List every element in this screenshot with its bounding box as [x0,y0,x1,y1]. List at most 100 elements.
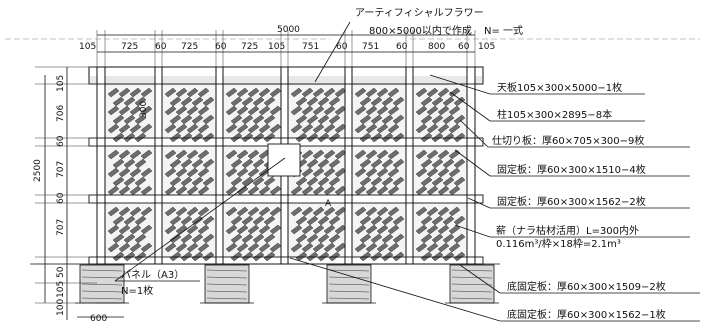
log-piece [453,132,466,143]
firewood-cell [288,203,347,262]
log-piece [453,176,466,187]
log-piece [448,206,461,217]
log-piece [247,206,260,217]
log-piece [426,185,439,196]
log-piece [230,176,243,187]
log-piece [107,206,120,217]
log-piece [186,87,199,98]
log-piece [186,167,199,178]
log-piece [118,105,131,116]
log-piece [420,251,433,262]
log-piece [180,215,193,226]
log-piece [247,123,260,134]
log-piece [236,206,249,217]
foot-hatch [81,290,123,293]
log-piece [442,114,455,125]
log-piece [370,132,383,143]
top-seg-7: 105 [268,42,285,52]
log-piece [202,233,215,244]
left-seg-4: 707 [56,161,66,178]
log-piece [175,149,188,160]
log-piece [247,87,260,98]
log-piece [169,132,182,143]
log-piece [376,224,389,235]
log-piece [376,87,389,98]
log-piece [191,114,204,125]
log-piece [252,158,265,169]
log-piece [448,87,461,98]
log-piece [312,123,325,134]
log-piece [230,251,243,262]
log-piece [415,149,428,160]
log-piece [202,96,215,107]
log-piece [140,123,153,134]
log-piece [392,176,405,187]
log-piece [169,251,182,262]
left-seg-1: 105 [56,75,66,92]
foot-hatch [206,297,248,300]
firewood-cell [288,84,347,143]
top-seg-2: 725 [121,42,138,52]
log-piece [354,149,367,160]
log-piece [323,149,336,160]
log-piece [381,114,394,125]
left-seg-3: 60 [56,135,66,147]
callout-base-board-1: 底固定板：厚60×300×1509−2枚 [507,280,666,293]
leader-line [459,119,489,148]
log-piece [236,87,249,98]
log-piece [241,132,254,143]
foot-hatch [206,283,248,286]
log-piece [448,185,461,196]
log-piece [118,149,131,160]
log-piece [420,114,433,125]
log-piece [123,233,136,244]
log-piece [448,242,461,253]
log-piece [197,224,210,235]
log-piece [191,96,204,107]
log-piece [230,215,243,226]
log-piece [301,185,314,196]
log-piece [301,224,314,235]
log-piece [230,96,243,107]
callout-fixed-board-1: 固定板：厚60×300×1510−4枚 [497,163,646,176]
log-piece [354,87,367,98]
log-piece [107,242,120,253]
firewood-cell [352,146,406,196]
log-piece [134,233,147,244]
log-piece [437,167,450,178]
log-piece [448,105,461,116]
log-piece [381,176,394,187]
log-piece [323,167,336,178]
log-piece [186,185,199,196]
log-piece [225,87,238,98]
log-piece [112,158,125,169]
log-piece [370,96,383,107]
log-piece [123,114,136,125]
leader-line [459,264,501,294]
log-piece [392,158,405,169]
log-piece [381,158,394,169]
log-piece [202,158,215,169]
callout-leaders [114,21,700,322]
dimension-lines [5,30,700,320]
log-piece [186,206,199,217]
top-seg-1: 105 [79,42,96,52]
log-piece [241,251,254,262]
log-piece [420,233,433,244]
log-piece [420,158,433,169]
log-piece [359,251,372,262]
log-piece [236,242,249,253]
log-piece [453,158,466,169]
log-piece [370,114,383,125]
log-piece [431,158,444,169]
log-piece [140,87,153,98]
firewood-cell [223,84,282,143]
callout-panel: パネル（A3） [121,269,184,281]
log-piece [306,176,319,187]
log-piece [241,96,254,107]
log-piece [202,114,215,125]
log-piece [140,167,153,178]
log-piece [164,123,177,134]
log-piece [448,167,461,178]
log-piece [118,224,131,235]
